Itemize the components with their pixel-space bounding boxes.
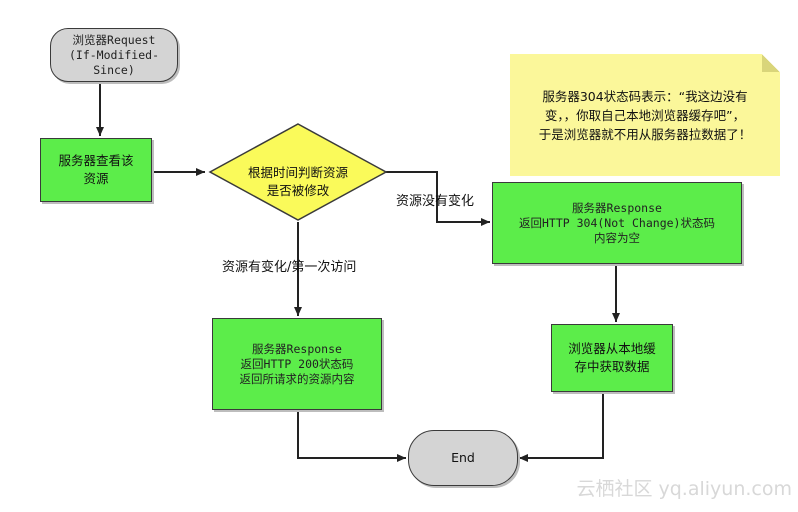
decision-label: 根据时间判断资源 是否被修改: [210, 150, 386, 214]
connector-cache-to-end: [519, 392, 604, 462]
start-terminal: 浏览器Request (If-Modified- Since): [50, 28, 178, 82]
end-terminal: End: [408, 430, 518, 486]
decision-line-1: 根据时间判断资源: [247, 165, 348, 180]
server-check-line-2: 资源: [83, 171, 109, 186]
response-304-line-3: 内容为空: [594, 230, 640, 245]
note-304-explanation: 服务器304状态码表示：“我这边没有 变，，你取自己本地浏览器缓存吧”， 于是浏…: [510, 54, 780, 176]
response-200-box: 服务器Response 返回HTTP 200状态码 返回所请求的资源内容: [212, 318, 382, 410]
note-line-3: 于是浏览器就不用从服务器拉数据了！: [538, 126, 752, 142]
start-line-3: Since): [93, 62, 135, 77]
start-line-2: (If-Modified-: [68, 47, 159, 62]
response-200-line-3: 返回所请求的资源内容: [239, 371, 355, 386]
response-304-box: 服务器Response 返回HTTP 304(Not Change)状态码 内容…: [492, 182, 742, 264]
end-label: End: [451, 450, 475, 465]
response-304-line-1: 服务器Response: [572, 200, 662, 215]
edge-label-unchanged: 资源没有变化: [396, 194, 475, 209]
note-folded-corner: [762, 54, 780, 72]
response-200-line-2: 返回HTTP 200状态码: [240, 356, 354, 371]
edge-label-changed: 资源有变化/第一次访问: [222, 260, 357, 275]
note-line-2: 变，，你取自己本地浏览器缓存吧”，: [544, 107, 746, 123]
server-check-line-1: 服务器查看该: [58, 153, 134, 168]
browser-cache-line-1: 浏览器从本地缓: [568, 341, 656, 356]
decision-line-2: 是否被修改: [266, 183, 330, 198]
response-304-line-2: 返回HTTP 304(Not Change)状态码: [519, 215, 715, 230]
decision-diamond: [208, 123, 388, 221]
watermark: 云栖社区 yq.aliyun.com: [576, 478, 792, 500]
server-check-box: 服务器查看该 资源: [40, 138, 152, 202]
start-line-1: 浏览器Request: [72, 32, 156, 47]
note-text: 服务器304状态码表示：“我这边没有 变，，你取自己本地浏览器缓存吧”， 于是浏…: [529, 87, 762, 144]
browser-cache-box: 浏览器从本地缓 存中获取数据: [551, 324, 673, 392]
connector-decision-to-304: [386, 171, 490, 226]
response-200-line-1: 服务器Response: [252, 341, 342, 356]
note-line-1: 服务器304状态码表示：“我这边没有: [542, 88, 748, 104]
browser-cache-line-2: 存中获取数据: [574, 359, 650, 374]
connector-200-to-end: [297, 410, 406, 462]
